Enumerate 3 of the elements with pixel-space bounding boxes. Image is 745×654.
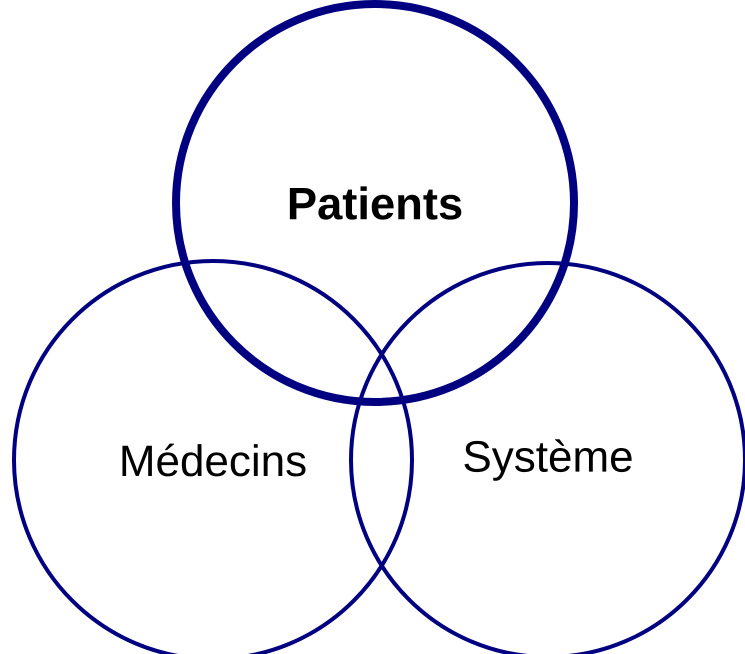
venn-label: Patients — [290, 186, 462, 220]
venn-label: Système — [464, 439, 632, 481]
venn-label: Médecins — [122, 444, 306, 476]
